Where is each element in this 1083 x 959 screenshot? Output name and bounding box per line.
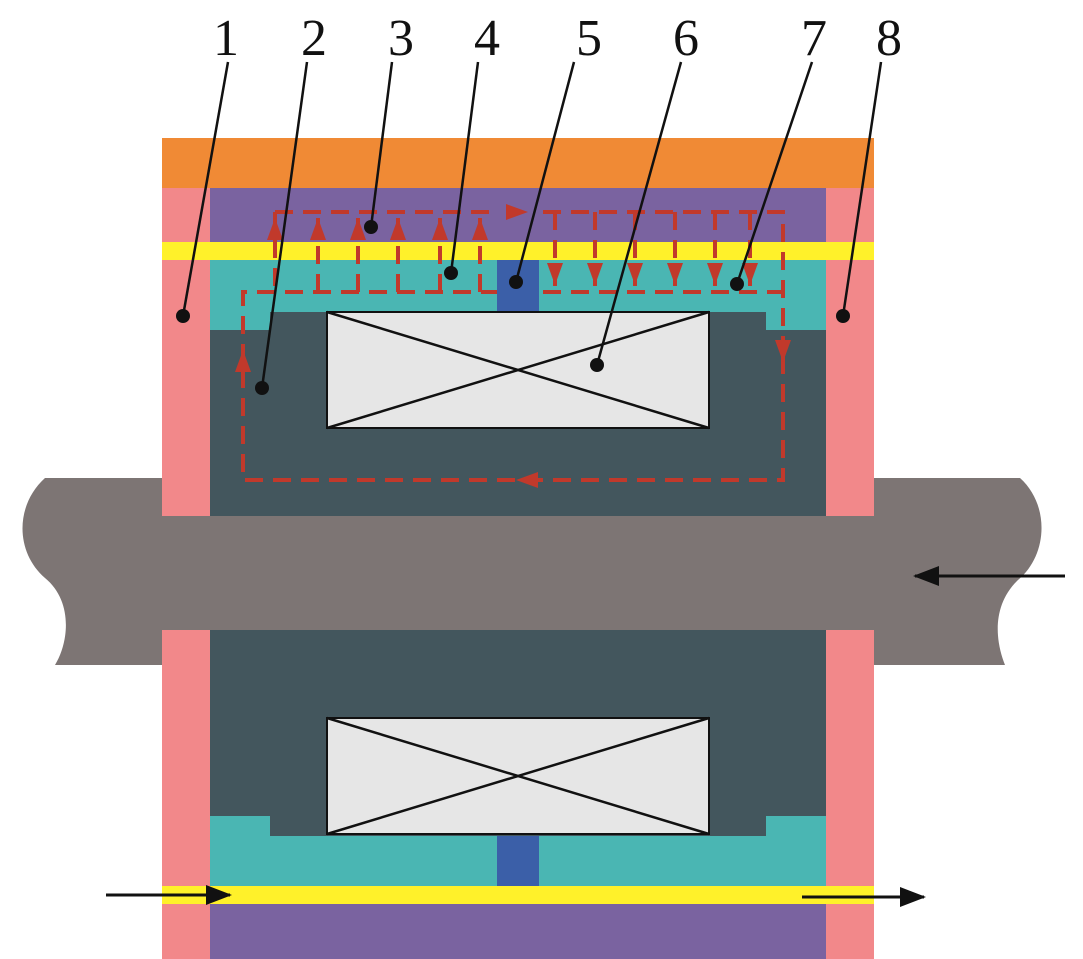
coil-top (326, 310, 710, 430)
flow-arrows (106, 566, 1065, 907)
callout-dot-5 (509, 275, 523, 289)
callout-7: 7 (801, 10, 827, 67)
callout-8: 8 (876, 10, 902, 67)
callout-4: 4 (474, 10, 500, 67)
callout-6: 6 (673, 10, 699, 67)
callout-dot-6 (590, 358, 604, 372)
flux-path (241, 210, 785, 482)
purple-layer-bottom (210, 904, 826, 959)
yellow-gap-top (162, 242, 874, 260)
end-cap-left-bottom (162, 630, 210, 959)
outer-band (162, 138, 874, 188)
callout-1: 1 (213, 10, 239, 67)
callout-dot-1 (176, 309, 190, 323)
callout-dot-7 (730, 277, 744, 291)
callout-dot-2 (255, 381, 269, 395)
leader-lines (181, 61, 883, 389)
callout-dot-3 (364, 220, 378, 234)
callout-dot-4 (444, 266, 458, 280)
spacer-bottom (497, 836, 539, 886)
coil-bottom (326, 716, 710, 836)
flux-arrows (235, 204, 791, 488)
shaft (22, 478, 1042, 665)
end-cap-right-top (826, 188, 874, 516)
callout-5: 5 (576, 10, 602, 67)
yellow-gap-bottom (162, 886, 874, 904)
callout-dot-8 (836, 309, 850, 323)
callout-2: 2 (301, 10, 327, 67)
callout-3: 3 (388, 10, 414, 67)
leader-dots (176, 220, 850, 395)
end-cap-left-top (162, 188, 210, 516)
end-cap-right-bottom (826, 630, 874, 959)
callout-numbers: 1 2 3 4 5 6 7 8 (213, 10, 902, 67)
